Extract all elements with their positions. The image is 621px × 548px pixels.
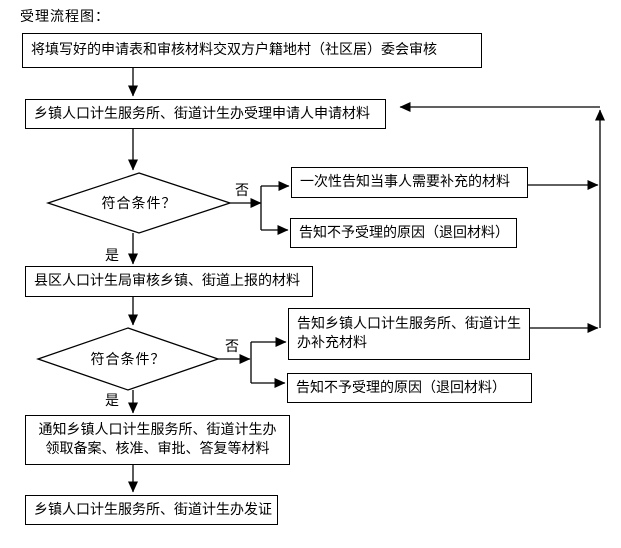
box-notify-township-supplement-line2: 办补充材料 [297,335,367,351]
decision-1-yes-label: 是 [105,248,119,264]
decision-2-label: 符合条件？ [90,352,166,368]
decision-1-label: 符合条件？ [101,196,177,212]
box-notify-collect-documents-line1: 通知乡镇人口计生服务所、街道计生办 [38,422,277,439]
box-notify-township-supplement-line1: 告知乡镇人口计生服务所、街道计生 [297,316,521,333]
decision-1-diamond [45,172,233,234]
decision-1-no-label: 否 [235,183,249,199]
box-notify-rejection-reason-1: 告知不予受理的原因（退回材料） [290,218,517,248]
box-notify-collect-documents: 通知乡镇人口计生服务所、街道计生办 领取备案、核准、审批、答复等材料 [25,415,290,465]
box-onetime-notify-supplement: 一次性告知当事人需要补充的材料 [291,167,528,198]
box-notify-township-supplement: 告知乡镇人口计生服务所、街道计生 办补充材料 [288,308,530,360]
box-notify-rejection-reason-2: 告知不予受理的原因（退回材料） [287,373,532,403]
decision-2-no-label: 否 [225,339,239,355]
box-issue-certificate: 乡镇人口计生服务所、街道计生办发证 [25,495,278,525]
flowchart-title: 受理流程图： [20,9,110,25]
decision-2-diamond [36,327,220,391]
box-county-review-materials: 县区人口计生局审核乡镇、街道上报的材料 [25,266,313,297]
box-notify-collect-documents-line2: 领取备案、核准、审批、答复等材料 [45,441,270,457]
decision-2-yes-label: 是 [105,393,119,409]
box-accept-application-materials: 乡镇人口计生服务所、街道计生办受理申请人申请材料 [25,99,386,129]
box-submit-application: 将填写好的申请表和审核材料交双方户籍地村（社区居）委会审核 [22,33,482,68]
